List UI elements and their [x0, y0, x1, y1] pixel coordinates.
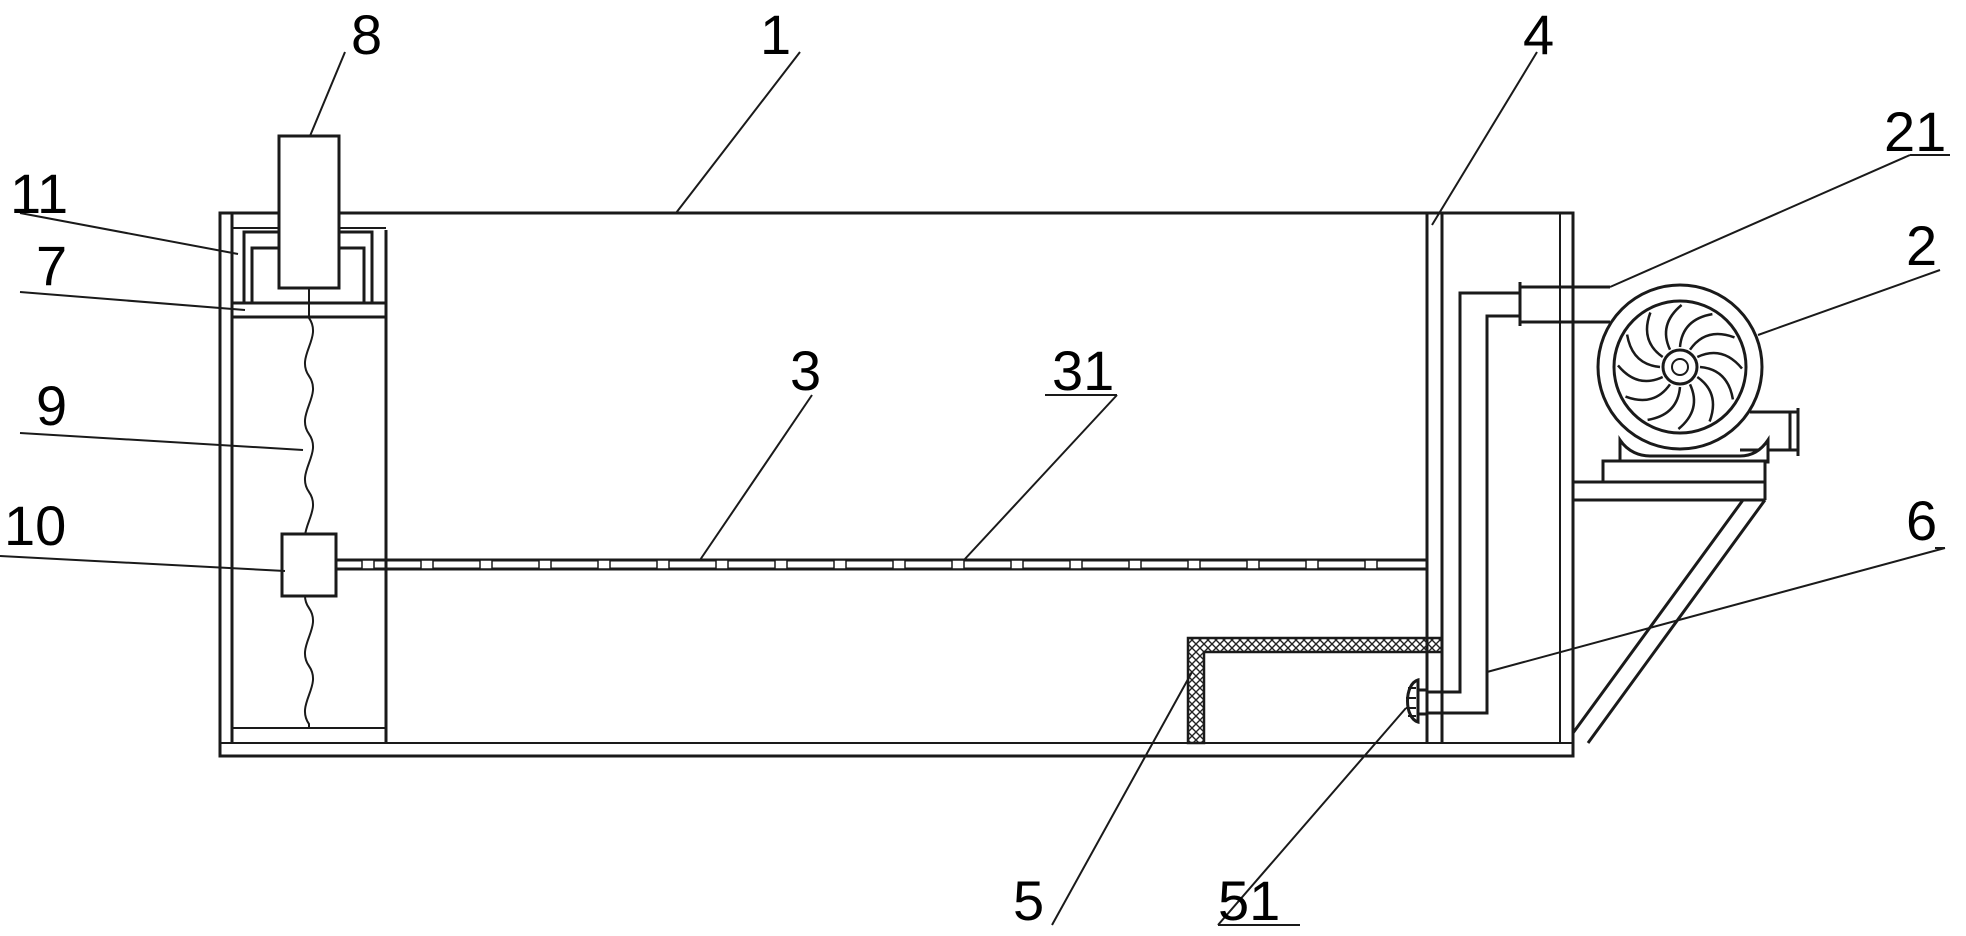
slider	[280, 532, 338, 598]
motor	[277, 134, 341, 290]
plate-hole	[1069, 559, 1083, 570]
reference-numerals: 1 8 4 21 2 11 7 9 10 3 31 6 5 51	[4, 3, 1946, 932]
fan-blade	[1664, 304, 1683, 351]
fan-blade	[1678, 312, 1713, 348]
plate-hole	[833, 559, 847, 570]
fan-support-bracket	[1571, 480, 1767, 744]
nozzle	[1406, 678, 1429, 724]
fan	[1596, 283, 1800, 484]
label-filter-box: 5	[1013, 869, 1044, 931]
fan-blade	[1696, 351, 1743, 370]
plate-hole	[951, 559, 965, 570]
label-support-plate: 7	[36, 234, 67, 297]
label-partition: 4	[1523, 3, 1554, 66]
plate-hole	[1364, 559, 1378, 570]
fan-blade	[1696, 375, 1715, 422]
label-duct-pipe: 6	[1906, 489, 1937, 552]
label-fan-outlet-pipe: 21	[1884, 100, 1946, 163]
label-nozzle: 51	[1218, 869, 1280, 931]
plate-hole	[538, 559, 552, 570]
label-housing: 1	[760, 3, 791, 66]
plate-hole	[892, 559, 906, 570]
fan-blade	[1645, 312, 1664, 359]
perforated-plate	[336, 558, 1427, 571]
fan-blade	[1699, 365, 1735, 400]
label-perforated-plate: 3	[790, 339, 821, 402]
label-lead-screw: 9	[36, 374, 67, 437]
plate-hole	[361, 559, 375, 570]
plate-hole	[1128, 559, 1142, 570]
fan-blade	[1677, 383, 1696, 430]
leader-lines	[0, 51, 1950, 926]
fan-outlet-pipe	[1518, 282, 1610, 326]
plate-hole	[420, 559, 434, 570]
label-plate-holes: 31	[1052, 339, 1114, 402]
plate-hole	[774, 559, 788, 570]
fan-blade	[1625, 383, 1672, 402]
plate-hole	[715, 559, 729, 570]
duct-pipe	[1427, 291, 1520, 715]
plate-hole	[656, 559, 670, 570]
fan-blade	[1647, 386, 1682, 422]
plate-hole	[479, 559, 493, 570]
plate-holes	[361, 559, 1378, 570]
plate-hole	[1187, 559, 1201, 570]
plate-hole	[1246, 559, 1260, 570]
label-fan: 2	[1906, 214, 1937, 277]
plate-hole	[597, 559, 611, 570]
housing	[218, 211, 1575, 758]
partition	[1425, 213, 1444, 743]
lead-screw	[303, 288, 315, 728]
plate-hole	[1010, 559, 1024, 570]
label-motor: 8	[351, 3, 382, 66]
fan-blades	[1617, 304, 1743, 430]
label-slider: 10	[4, 494, 66, 557]
fan-blade	[1625, 334, 1661, 369]
fan-blade	[1617, 364, 1664, 383]
filter-box	[1186, 636, 1444, 745]
plate-hole	[1305, 559, 1319, 570]
fan-blade	[1688, 332, 1735, 351]
label-motor-bracket: 11	[10, 162, 68, 225]
